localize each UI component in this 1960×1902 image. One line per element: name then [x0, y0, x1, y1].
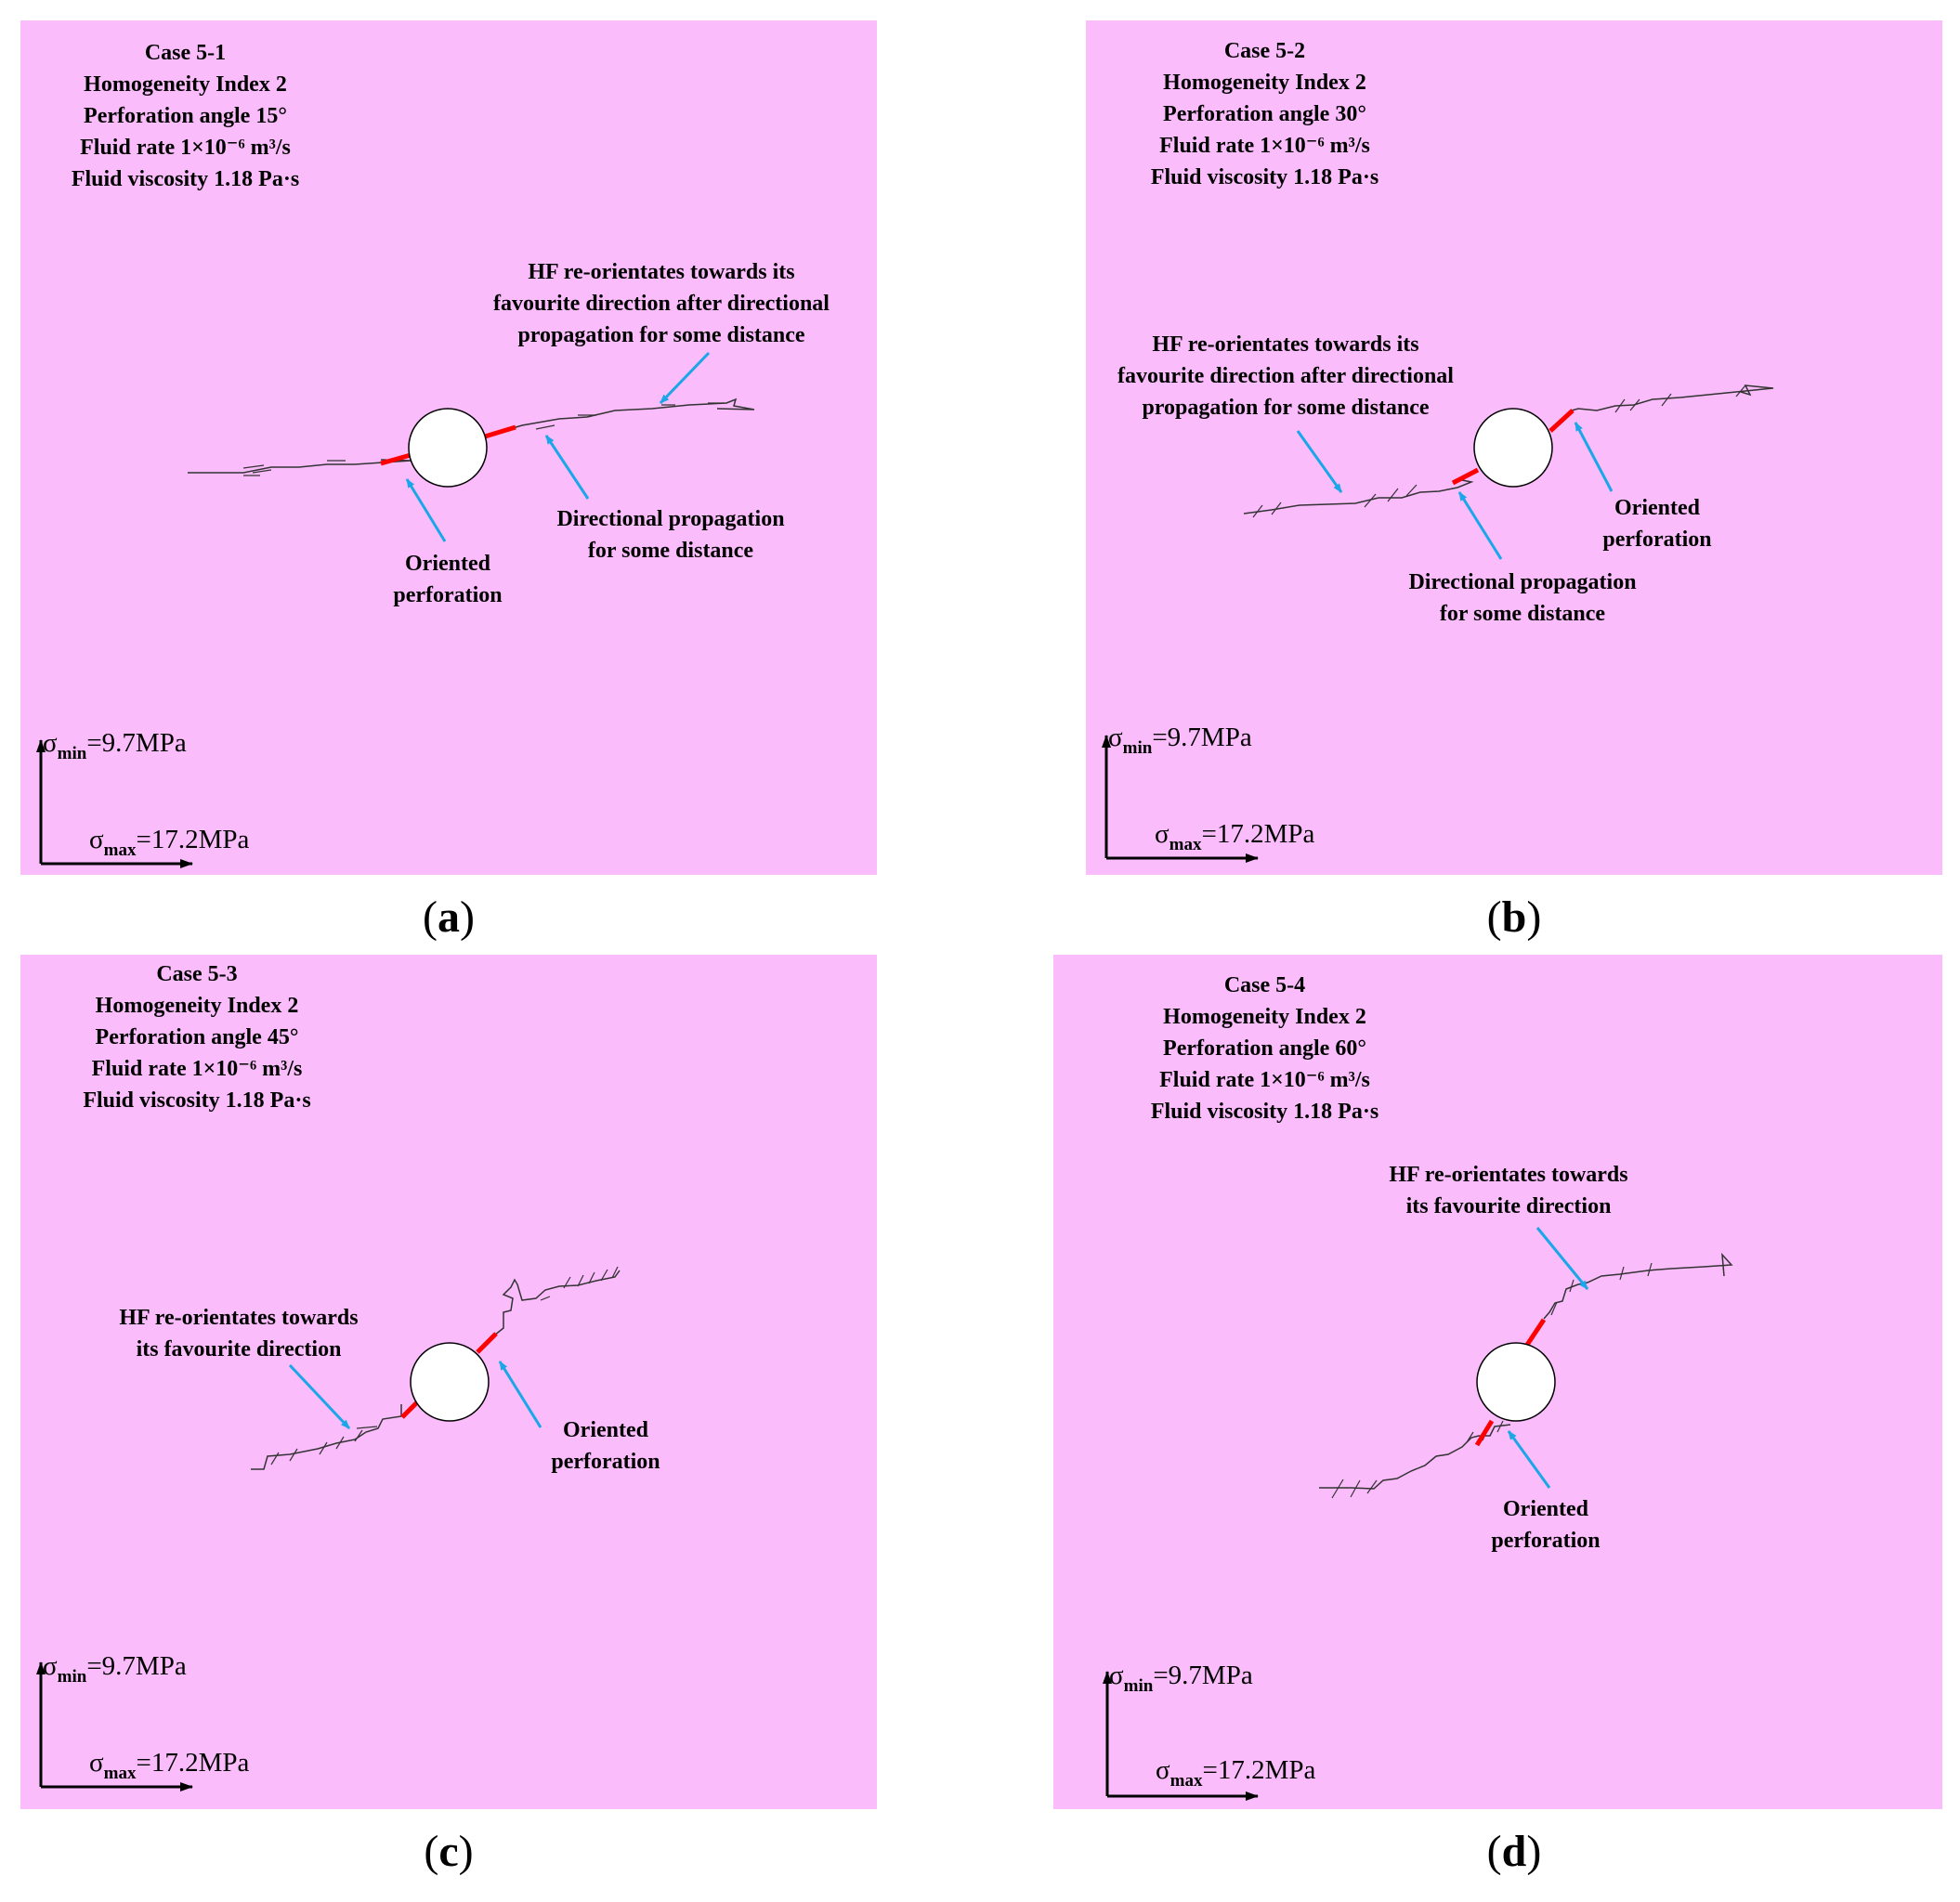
fluid-rate: Fluid rate 1×10⁻⁶ m³/s	[1159, 134, 1370, 158]
fracture-diagram	[36, 1266, 621, 1791]
case-label: Case 5-3	[156, 962, 238, 986]
panel-caption-a: (a)	[423, 892, 475, 942]
wellbore	[410, 1342, 490, 1422]
homogeneity-index: Homogeneity Index 2	[95, 994, 299, 1018]
case-parameters: Case 5-2 Homogeneity Index 2 Perforation…	[1109, 35, 1420, 193]
panel-b: Case 5-2 Homogeneity Index 2 Perforation…	[1086, 20, 1942, 875]
crack-branches-right	[540, 1266, 619, 1301]
fluid-rate: Fluid rate 1×10⁻⁶ m³/s	[80, 136, 291, 160]
oriented-perforation-right	[1548, 409, 1575, 433]
crack-branches-left	[270, 1426, 378, 1466]
annotation-arrow	[659, 351, 711, 405]
sigma-max-label: σmax=17.2MPa	[89, 1748, 250, 1783]
reorientation-note: HF re-orientates towards its favourite d…	[119, 1306, 359, 1361]
fluid-rate: Fluid rate 1×10⁻⁶ m³/s	[91, 1057, 303, 1081]
reorientation-note: HF re-orientates towards its favourite d…	[1117, 332, 1454, 420]
case-parameters: Case 5-4 Homogeneity Index 2 Perforation…	[1109, 970, 1420, 1127]
case-label: Case 5-2	[1223, 39, 1306, 63]
panel-caption-d: (d)	[1486, 1827, 1542, 1876]
fracture-diagram	[1103, 1227, 1733, 1801]
annotation-arrow	[405, 478, 447, 542]
panel-caption-b: (b)	[1486, 892, 1542, 942]
sigma-max-label: σmax=17.2MPa	[1156, 1755, 1316, 1791]
wellbore	[408, 408, 488, 488]
hydraulic-fracture-right	[493, 1270, 621, 1336]
oriented-perforation-right	[484, 424, 516, 439]
panel-c: Case 5-3 Homogeneity Index 2 Perforation…	[20, 955, 877, 1809]
perforation-angle: Perforation angle 45°	[95, 1025, 299, 1049]
annotation-arrow	[1457, 491, 1503, 560]
case-label: Case 5-4	[1223, 973, 1306, 997]
case-parameters: Case 5-3 Homogeneity Index 2 Perforation…	[44, 958, 350, 1116]
perforation-angle: Perforation angle 60°	[1163, 1036, 1366, 1061]
case-label: Case 5-1	[144, 41, 227, 65]
annotation-arrow	[1535, 1227, 1589, 1290]
hydraulic-fracture-right	[1571, 384, 1774, 411]
sigma-min-label: σmin=9.7MPa	[43, 728, 187, 763]
crack-branches-right	[535, 402, 725, 430]
fluid-viscosity: Fluid viscosity 1.18 Pa·s	[71, 167, 300, 191]
sigma-max-label: σmax=17.2MPa	[1155, 819, 1315, 854]
fracture-diagram	[36, 351, 755, 868]
sigma-min-label: σmin=9.7MPa	[1109, 1661, 1253, 1696]
fluid-viscosity: Fluid viscosity 1.18 Pa·s	[1150, 1100, 1379, 1124]
oriented-perforation-left	[1474, 1419, 1495, 1447]
fluid-rate: Fluid rate 1×10⁻⁶ m³/s	[1159, 1068, 1370, 1092]
homogeneity-index: Homogeneity Index 2	[1163, 71, 1366, 95]
annotation-arrow	[544, 435, 590, 500]
oriented-perforation-left	[1451, 467, 1480, 486]
annotation-arrow	[1574, 422, 1614, 492]
directional-propagation-note: Directional propagation for some distanc…	[556, 507, 785, 563]
fluid-viscosity: Fluid viscosity 1.18 Pa·s	[1150, 165, 1379, 189]
wellbore	[1473, 408, 1553, 488]
crack-branches-left	[1252, 484, 1418, 518]
sigma-max-label: σmax=17.2MPa	[89, 825, 250, 860]
crack-branches-left	[1331, 1420, 1504, 1499]
reorientation-note: HF re-orientates towards its favourite d…	[493, 260, 830, 347]
oriented-perforation-left	[380, 452, 412, 466]
hydraulic-fracture-left	[1319, 1424, 1511, 1490]
annotation-arrow	[1296, 430, 1343, 493]
hydraulic-fracture-left	[188, 459, 412, 474]
hydraulic-fracture-right	[1543, 1252, 1733, 1320]
oriented-perforation-left	[400, 1400, 420, 1419]
perforation-angle: Perforation angle 15°	[84, 104, 287, 128]
directional-propagation-note: Directional propagation for some distanc…	[1408, 570, 1637, 626]
hydraulic-fracture-right	[487, 397, 755, 436]
hydraulic-fracture-left	[251, 1404, 402, 1470]
fluid-viscosity: Fluid viscosity 1.18 Pa·s	[83, 1088, 311, 1113]
annotation-arrow	[498, 1361, 542, 1428]
panel-d: Case 5-4 Homogeneity Index 2 Perforation…	[1053, 955, 1942, 1809]
oriented-perforation-note: Oriented perforation	[1602, 496, 1712, 552]
panel-a: Case 5-1 Homogeneity Index 2 Perforation…	[20, 20, 877, 875]
annotation-arrow	[288, 1363, 351, 1430]
oriented-perforation-note: Oriented perforation	[393, 552, 503, 607]
crack-branches-right	[1614, 384, 1746, 413]
oriented-perforation-note: Oriented perforation	[551, 1418, 660, 1474]
hydraulic-fracture-left	[1243, 479, 1474, 515]
sigma-min-label: σmin=9.7MPa	[1108, 723, 1252, 758]
sigma-min-label: σmin=9.7MPa	[43, 1651, 187, 1687]
case-parameters: Case 5-1 Homogeneity Index 2 Perforation…	[30, 37, 341, 195]
wellbore	[1476, 1342, 1556, 1422]
perforation-angle: Perforation angle 30°	[1163, 102, 1366, 126]
annotation-arrow	[1507, 1430, 1551, 1489]
homogeneity-index: Homogeneity Index 2	[84, 72, 287, 97]
fracture-diagram	[1102, 384, 1774, 863]
oriented-perforation-right	[1524, 1318, 1547, 1347]
oriented-perforation-right	[476, 1332, 498, 1354]
panel-caption-c: (c)	[424, 1827, 474, 1876]
oriented-perforation-note: Oriented perforation	[1491, 1497, 1601, 1553]
crack-branches-left	[242, 460, 346, 476]
crack-branches-right	[1550, 1262, 1653, 1316]
homogeneity-index: Homogeneity Index 2	[1163, 1005, 1366, 1029]
reorientation-note: HF re-orientates towards its favourite d…	[1389, 1163, 1628, 1218]
